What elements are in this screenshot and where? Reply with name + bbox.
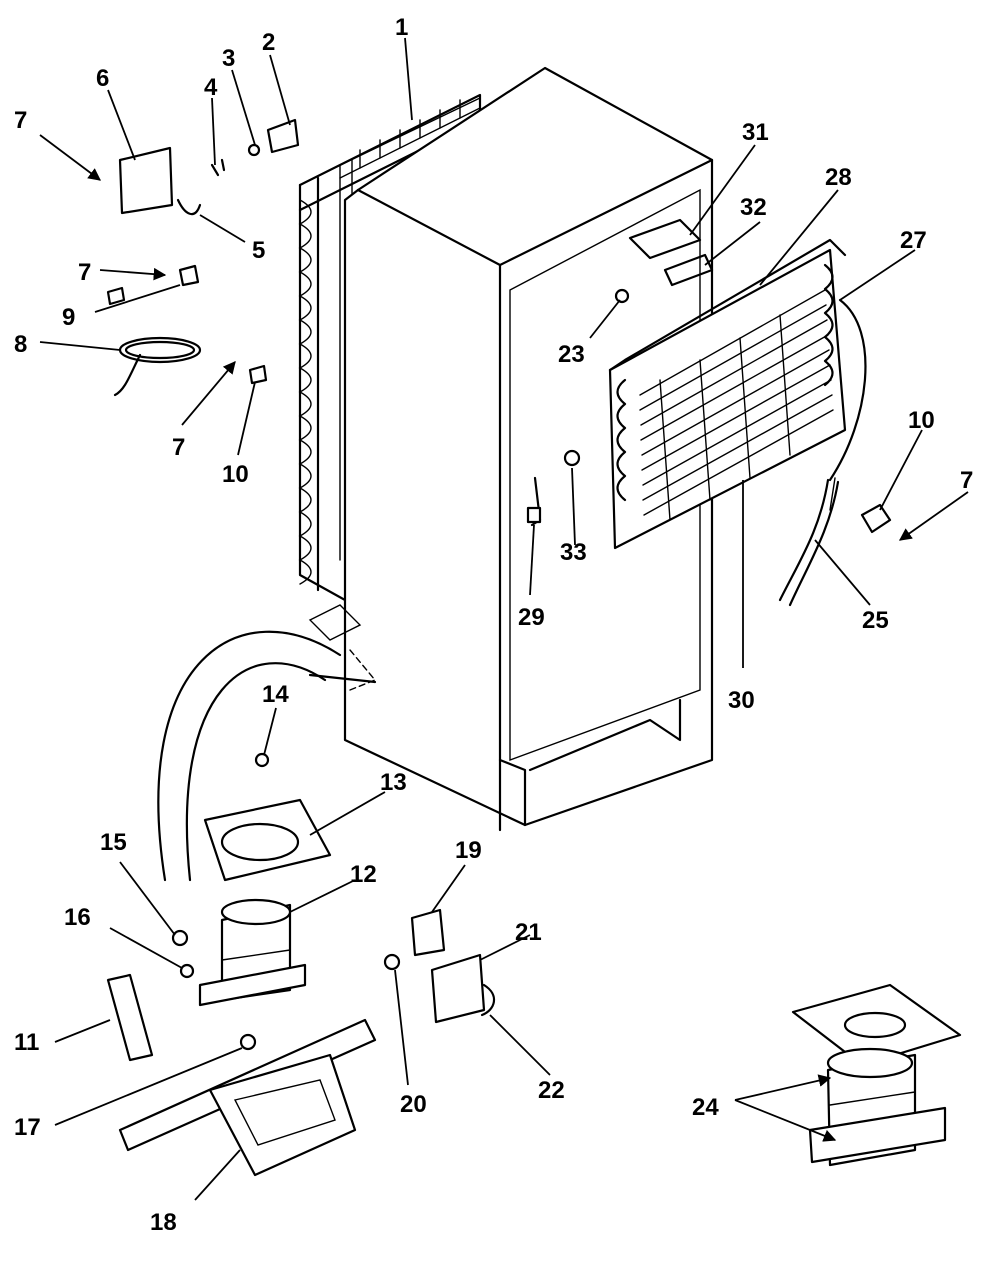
callout-19: 19 <box>455 837 482 864</box>
compressor-assembly <box>106 752 377 1177</box>
callout-17: 17 <box>14 1114 41 1141</box>
callout-7-right: 7 <box>960 467 973 494</box>
callout-27: 27 <box>900 227 927 254</box>
cabinet <box>308 66 714 832</box>
callout-13: 13 <box>380 769 407 796</box>
callout-33: 33 <box>560 539 587 566</box>
evaporator <box>608 238 867 550</box>
alternate-compressor <box>791 983 962 1167</box>
callout-21: 21 <box>515 919 542 946</box>
callout-25: 25 <box>862 607 889 634</box>
callout-10-right: 10 <box>908 407 935 434</box>
callout-16: 16 <box>64 904 91 931</box>
leader-lines <box>39 37 969 1201</box>
callout-labels: 1 2 3 4 5 6 7 7 7 7 8 9 10 10 11 12 13 1… <box>14 14 973 1236</box>
callout-7-lower: 7 <box>172 434 185 461</box>
relay-overload-parts <box>383 908 495 1024</box>
callout-15: 15 <box>100 829 127 856</box>
callout-24: 24 <box>692 1094 719 1121</box>
callout-14: 14 <box>262 681 289 708</box>
callout-5: 5 <box>252 237 265 264</box>
callout-6: 6 <box>96 65 109 92</box>
callout-4: 4 <box>204 74 218 101</box>
callout-9: 9 <box>62 304 75 331</box>
interior-small-parts <box>526 218 714 527</box>
callout-2: 2 <box>262 29 275 56</box>
drain-tube <box>157 630 377 882</box>
callout-7-top: 7 <box>14 107 27 134</box>
callout-30: 30 <box>728 687 755 714</box>
callout-11: 11 <box>14 1029 39 1056</box>
callout-28: 28 <box>825 164 852 191</box>
callout-7-mid: 7 <box>78 259 91 286</box>
callout-18: 18 <box>150 1209 177 1236</box>
top-left-parts <box>106 118 300 397</box>
callout-22: 22 <box>538 1077 565 1104</box>
callout-29: 29 <box>518 604 545 631</box>
callout-12: 12 <box>350 861 377 888</box>
callout-32: 32 <box>740 194 767 221</box>
wiring-harness <box>778 477 892 607</box>
callout-10-left: 10 <box>222 461 249 488</box>
callout-8: 8 <box>14 331 27 358</box>
callout-3: 3 <box>222 45 235 72</box>
callout-20: 20 <box>400 1091 427 1118</box>
callout-1: 1 <box>395 14 408 41</box>
callout-31: 31 <box>742 119 769 146</box>
callout-23: 23 <box>558 341 585 368</box>
